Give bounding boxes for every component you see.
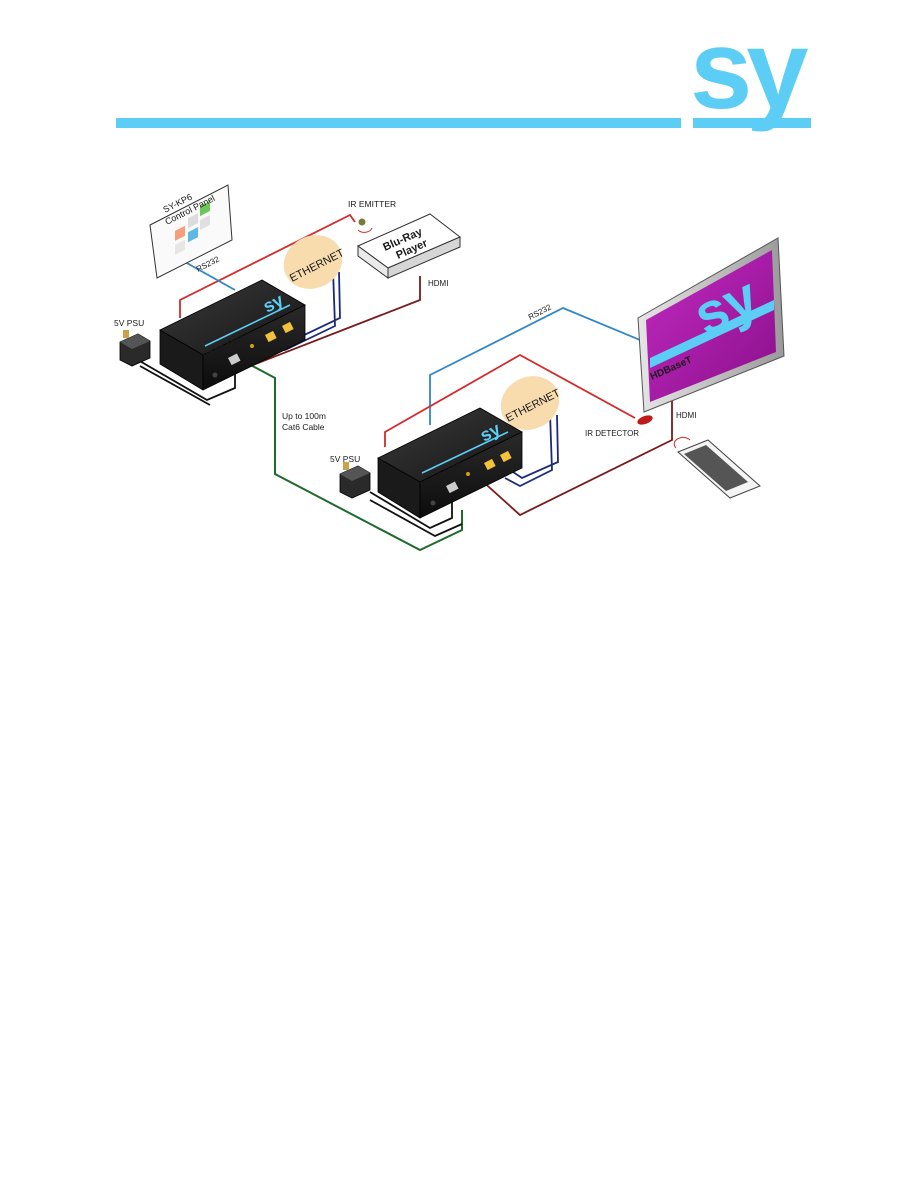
control-panel: SY-KP6 Control Panel RS232	[149, 184, 233, 279]
power-cable-top-2	[139, 365, 211, 406]
receiver-accent-stripe	[421, 431, 509, 474]
power-cable-bottom-2	[369, 499, 463, 538]
ir-emitter-label: IR EMITTER	[348, 199, 396, 209]
receiver-ir-jack	[466, 472, 470, 476]
psu-bottom-plug	[343, 462, 349, 470]
display-screen-stripe	[650, 300, 774, 368]
display-screen	[646, 250, 776, 402]
hdmi-display-cable	[469, 398, 673, 517]
transmitter-ethernet-port-2	[282, 321, 294, 334]
ir-detector-label: IR DETECTOR	[585, 429, 639, 438]
ir-emitter-head	[358, 218, 366, 226]
psu-bottom-label: 5V PSU	[330, 454, 360, 464]
cable-length-note: Up to 100m Cat6 Cable	[282, 411, 326, 432]
transmitter-rj45-port	[227, 353, 241, 366]
ir-detector: IR DETECTOR	[585, 415, 653, 438]
rs232-panel-cable	[184, 261, 236, 291]
header-accent-bar	[116, 118, 681, 128]
keypad-button-blue	[188, 227, 198, 243]
cable-length-line1: Up to 100m	[282, 411, 326, 421]
header: sy	[116, 7, 814, 132]
psu-top: 5V PSU	[114, 318, 151, 367]
ir-detector-cable	[384, 353, 636, 447]
psu-top-plug	[123, 330, 129, 338]
cat6-cable	[244, 361, 463, 552]
remote-control-keys	[684, 445, 748, 491]
remote-control	[673, 436, 761, 499]
receiver-side-face	[419, 431, 523, 519]
brand-logo: sy	[690, 7, 808, 132]
ir-emitter-cable	[179, 213, 356, 318]
transmitter-power-jack	[212, 372, 218, 378]
psu-top-label: 5V PSU	[114, 318, 144, 328]
keypad-button-green	[200, 200, 210, 217]
psu-top-face	[120, 334, 150, 349]
power-cable-top	[137, 359, 236, 402]
cable-length-line2: Cat6 Cable	[282, 422, 325, 432]
display: sy HDBaseT HDMI	[637, 237, 785, 420]
receiver-rj45-port	[445, 481, 459, 494]
hdmi-right-label: HDMI	[676, 411, 696, 420]
cables	[137, 213, 673, 552]
ethernet-top-bubble	[283, 235, 343, 289]
hdmi-top-label: HDMI	[428, 279, 448, 288]
ethernet-cable-bottom-b	[509, 414, 559, 480]
hdmi-source-cable	[239, 276, 421, 371]
transmitter: sy HDBT-100T	[159, 279, 306, 391]
ethernet-top: ETHERNET	[283, 235, 346, 289]
receiver-ethernet-port-1	[484, 458, 496, 471]
power-cable-bottom	[369, 491, 453, 530]
ethernet-bottom: ETHERNET	[500, 376, 562, 430]
receiver-power-jack	[430, 500, 436, 506]
transmitter-ir-jack	[250, 344, 254, 348]
keypad-button-grey-2	[175, 239, 185, 255]
psu-bottom-face	[340, 466, 370, 481]
ir-emitter: IR EMITTER	[348, 199, 396, 233]
keypad-button-orange	[175, 225, 185, 241]
transmitter-ethernet-port-1	[265, 330, 277, 343]
rs232-tv-cable	[429, 307, 641, 425]
header-accent-bar-right	[693, 118, 811, 128]
bluray-side	[387, 236, 461, 279]
ir-emitter-wave-icon	[357, 227, 373, 233]
ethernet-cable-bottom-a	[504, 412, 553, 488]
keypad-button-grey-3	[200, 214, 210, 231]
psu-bottom: 5V PSU	[330, 454, 371, 499]
transmitter-side-face	[202, 304, 306, 391]
bluray-player: Blu-Ray Player HDMI	[357, 213, 461, 288]
ir-detector-head	[637, 415, 653, 425]
receiver-ethernet-port-2	[500, 450, 512, 463]
keypad-button-grey-1	[188, 213, 198, 229]
receiver: sy HDBT-100R	[377, 407, 523, 519]
transmitter-accent-stripe	[204, 304, 291, 347]
ethernet-bottom-bubble	[500, 376, 560, 430]
remote-ir-wave-icon	[673, 436, 691, 449]
